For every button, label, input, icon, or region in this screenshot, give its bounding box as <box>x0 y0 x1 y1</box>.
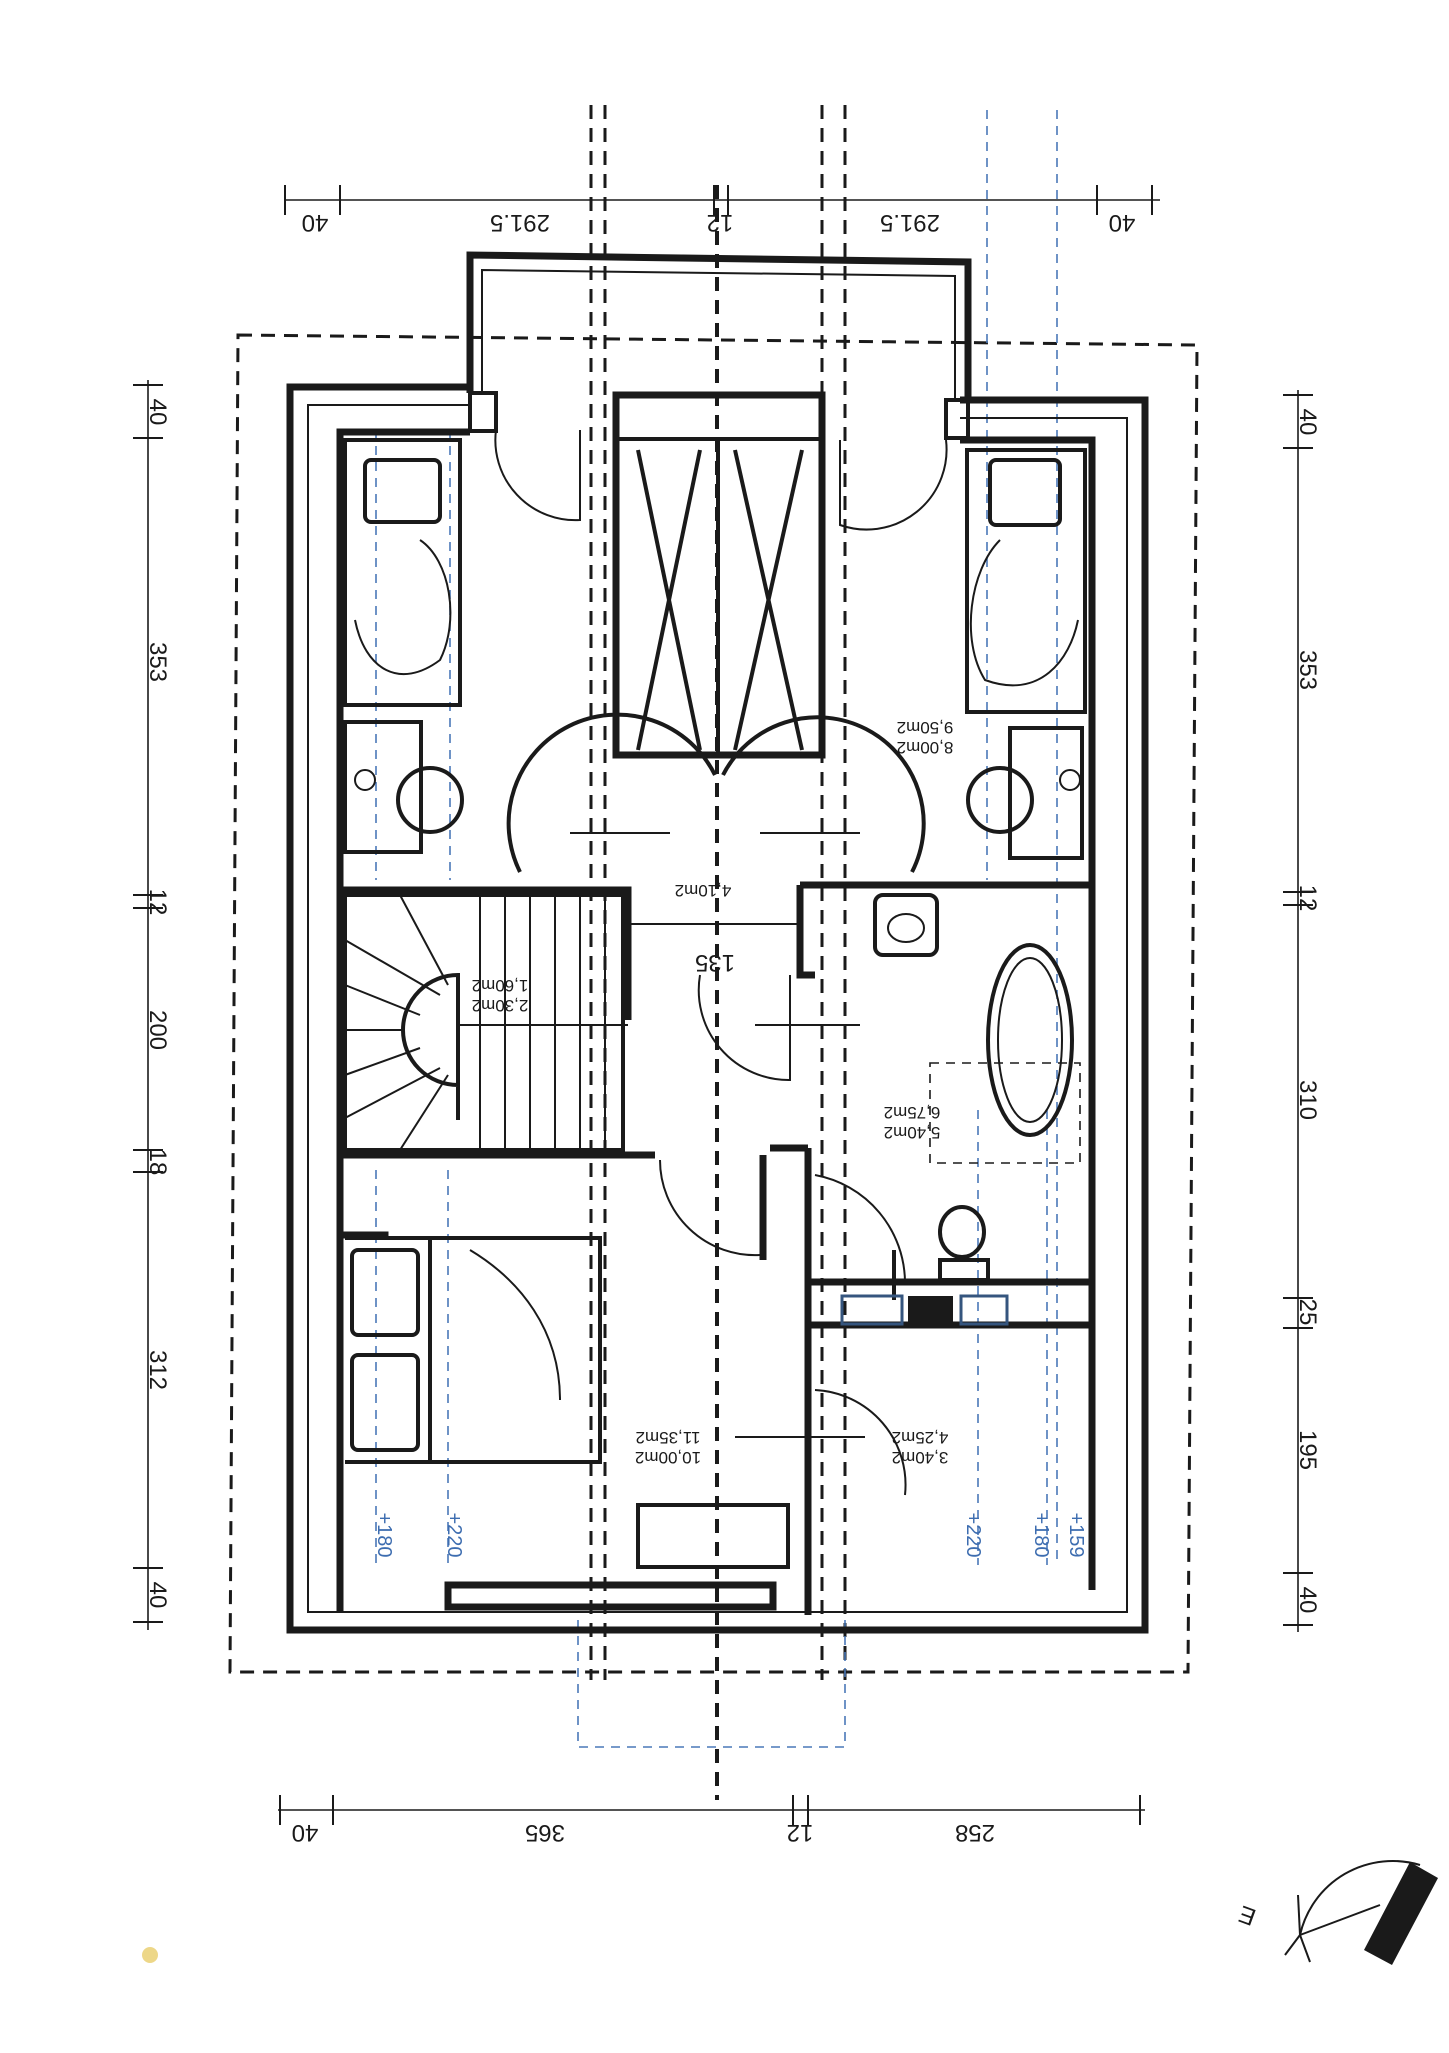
dim-bottom-3: 12 <box>787 1819 814 1846</box>
area-bedroom-b: 11,35m2 <box>636 1428 701 1447</box>
ridge-guides <box>589 105 847 1800</box>
height-right-a: +220 <box>962 1512 984 1557</box>
dimension-lines <box>133 185 1313 1825</box>
corridor-arches <box>506 712 926 873</box>
dim-top-3: 12 <box>707 209 734 236</box>
dim-right-1: 40 <box>1294 409 1321 436</box>
height-right-b: +180 <box>1030 1512 1052 1557</box>
dim-left-5: 18 <box>144 1149 171 1176</box>
dim-top-5: 40 <box>1109 209 1136 236</box>
hall-doors <box>627 914 907 1496</box>
dim-top-2: 291.5 <box>490 209 550 236</box>
bathroom-fixtures <box>840 893 1081 1326</box>
outer-walls <box>286 383 1149 1634</box>
dim-bottom-4: 258 <box>955 1819 995 1846</box>
compass-icon <box>1284 1860 1438 1965</box>
dim-right-3: 12 <box>1294 885 1321 912</box>
height-right-c: +159 <box>1065 1512 1087 1557</box>
bottom-window <box>444 1503 790 1611</box>
central-void <box>612 391 826 759</box>
area-room-small-b: 4,25m2 <box>892 1428 949 1447</box>
height-left-a: +180 <box>373 1512 395 1557</box>
dim-bottom-2: 365 <box>525 1819 565 1846</box>
area-room-top-right-a: 8,00m2 <box>897 738 954 757</box>
dim-right-2: 353 <box>1294 650 1321 690</box>
dim-left-3: 12 <box>144 889 171 916</box>
dim-top-4: 291.5 <box>880 209 940 236</box>
bay-window <box>466 251 972 440</box>
dim-right-4: 310 <box>1294 1080 1321 1120</box>
dim-left-4: 200 <box>144 1010 171 1050</box>
roof-outline <box>228 333 1199 1674</box>
area-hall-top: 4,10m2 <box>675 881 732 900</box>
hall-width-label: 135 <box>695 949 735 976</box>
dim-left-7: 40 <box>144 1582 171 1609</box>
height-lines <box>375 110 1058 1748</box>
compass-label: E <box>1235 1900 1259 1931</box>
bedroom-top-left-furniture <box>343 438 464 854</box>
dim-left-1: 40 <box>144 399 171 426</box>
dim-left-6: 312 <box>144 1350 171 1390</box>
area-bedroom-a: 10,00m2 <box>635 1448 701 1467</box>
dim-left-2: 353 <box>144 642 171 682</box>
area-room-small-a: 3,40m2 <box>892 1448 949 1467</box>
dim-top-1: 40 <box>302 209 329 236</box>
height-left-b: +220 <box>443 1512 465 1557</box>
paper-stain <box>142 1947 158 1963</box>
dim-right-5: 25 <box>1294 1299 1321 1326</box>
dim-right-7: 40 <box>1294 1587 1321 1614</box>
dim-bottom-1: 40 <box>292 1819 319 1846</box>
staircase <box>343 893 628 1152</box>
bedroom-top-right-furniture <box>965 448 1087 860</box>
area-bath-b: 6,75m2 <box>884 1103 941 1122</box>
area-bath-a: 5,40m2 <box>884 1123 941 1142</box>
area-stairs-b: 1,60m2 <box>472 976 529 995</box>
dim-right-6: 195 <box>1294 1430 1321 1470</box>
area-room-top-right-b: 9,50m2 <box>897 718 954 737</box>
bedroom-bottom-left-furniture <box>340 1231 602 1464</box>
area-stairs-a: 2,30m2 <box>472 996 529 1015</box>
bay-doors <box>494 429 948 531</box>
